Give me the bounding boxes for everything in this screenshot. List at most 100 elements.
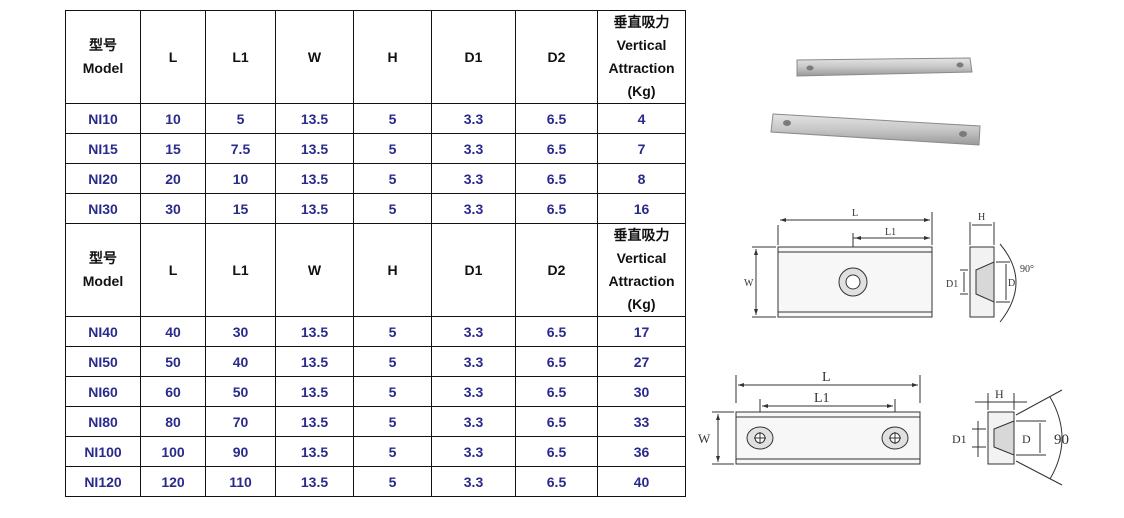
- cell-w: 13.5: [275, 436, 354, 467]
- cell-l1: 10: [205, 163, 276, 194]
- cell-h: 5: [353, 163, 432, 194]
- header-attraction-text: 垂直吸力: [613, 14, 670, 30]
- cell-attraction: 36: [597, 436, 686, 467]
- magnet-bar-short: [796, 57, 973, 77]
- cell-l1: 90: [205, 436, 276, 467]
- cell-d2: 6.5: [515, 133, 598, 164]
- header-model-text: 型号: [89, 250, 117, 266]
- product-photo: [770, 57, 981, 146]
- header-d2: D2: [515, 10, 598, 104]
- header-d2-text: D2: [547, 261, 566, 278]
- cell-model: NI120: [65, 466, 141, 497]
- cell-model: NI100: [65, 436, 141, 467]
- header-l-text: L: [168, 48, 178, 65]
- cell-l: 60: [140, 376, 206, 407]
- cell-h: 5: [353, 193, 432, 224]
- header-l-text: L: [168, 261, 178, 278]
- cell-d1: 3.3: [431, 466, 516, 497]
- cell-d1: 3.3: [431, 133, 516, 164]
- cell-d2: 6.5: [515, 193, 598, 224]
- cell-model: NI40: [65, 316, 141, 347]
- header-l1-text: L1: [232, 48, 249, 65]
- cell-h: 5: [353, 133, 432, 164]
- cell-h: 5: [353, 376, 432, 407]
- cell-l: 100: [140, 436, 206, 467]
- dim-angle-label: 90: [1054, 432, 1069, 448]
- dim-L1-label: L1: [814, 391, 830, 406]
- header-model-text: Model: [82, 60, 124, 76]
- cell-l: 30: [140, 193, 206, 224]
- cell-h: 5: [353, 466, 432, 497]
- header-w: W: [275, 223, 354, 317]
- header-attraction-text: Attraction: [608, 60, 675, 76]
- header-l1: L1: [205, 223, 276, 317]
- cell-d1: 3.3: [431, 163, 516, 194]
- cell-l: 20: [140, 163, 206, 194]
- dim-L-label: L: [822, 370, 831, 385]
- cell-w: 13.5: [275, 133, 354, 164]
- cell-d2: 6.5: [515, 406, 598, 437]
- cell-w: 13.5: [275, 163, 354, 194]
- cell-d2: 6.5: [515, 466, 598, 497]
- cell-model: NI60: [65, 376, 141, 407]
- cell-h: 5: [353, 436, 432, 467]
- cell-w: 13.5: [275, 193, 354, 224]
- drawing-two-holes: L L1 W H D1 D 90: [698, 370, 1069, 486]
- cell-attraction: 16: [597, 193, 686, 224]
- header-l: L: [140, 223, 206, 317]
- header-d1: D1: [431, 10, 516, 104]
- header-w-text: W: [307, 48, 322, 65]
- cell-l1: 70: [205, 406, 276, 437]
- dim-angle-label: 90°: [1020, 264, 1034, 275]
- cell-d1: 3.3: [431, 346, 516, 377]
- cell-attraction: 7: [597, 133, 686, 164]
- cell-l1: 15: [205, 193, 276, 224]
- dim-D-label: D: [1008, 278, 1015, 289]
- header-w-text: W: [307, 261, 322, 278]
- cell-w: 13.5: [275, 316, 354, 347]
- cell-d2: 6.5: [515, 436, 598, 467]
- dim-H-label: H: [995, 387, 1004, 401]
- cell-model: NI50: [65, 346, 141, 377]
- cell-attraction: 8: [597, 163, 686, 194]
- cell-d1: 3.3: [431, 193, 516, 224]
- cell-d2: 6.5: [515, 163, 598, 194]
- cell-d1: 3.3: [431, 376, 516, 407]
- header-attraction-text: 垂直吸力: [613, 227, 670, 243]
- cell-l: 50: [140, 346, 206, 377]
- header-d1-text: D1: [464, 261, 483, 278]
- header-attraction-text: (Kg): [627, 83, 656, 99]
- cell-d1: 3.3: [431, 103, 516, 134]
- dim-W-label: W: [744, 278, 754, 289]
- header-model-text: Model: [82, 273, 124, 289]
- cell-l: 40: [140, 316, 206, 347]
- cell-attraction: 27: [597, 346, 686, 377]
- dim-W-label: W: [698, 431, 711, 446]
- header-w: W: [275, 10, 354, 104]
- cell-w: 13.5: [275, 376, 354, 407]
- header-d1: D1: [431, 223, 516, 317]
- dim-D-label: D: [1022, 432, 1031, 446]
- header-h: H: [353, 223, 432, 317]
- dim-L1-label: L1: [885, 227, 896, 238]
- cell-model: NI10: [65, 103, 141, 134]
- cell-w: 13.5: [275, 406, 354, 437]
- header-l1: L1: [205, 10, 276, 104]
- cell-d1: 3.3: [431, 316, 516, 347]
- cell-d1: 3.3: [431, 406, 516, 437]
- cell-model: NI80: [65, 406, 141, 437]
- header-d2-text: D2: [547, 48, 566, 65]
- cell-d2: 6.5: [515, 376, 598, 407]
